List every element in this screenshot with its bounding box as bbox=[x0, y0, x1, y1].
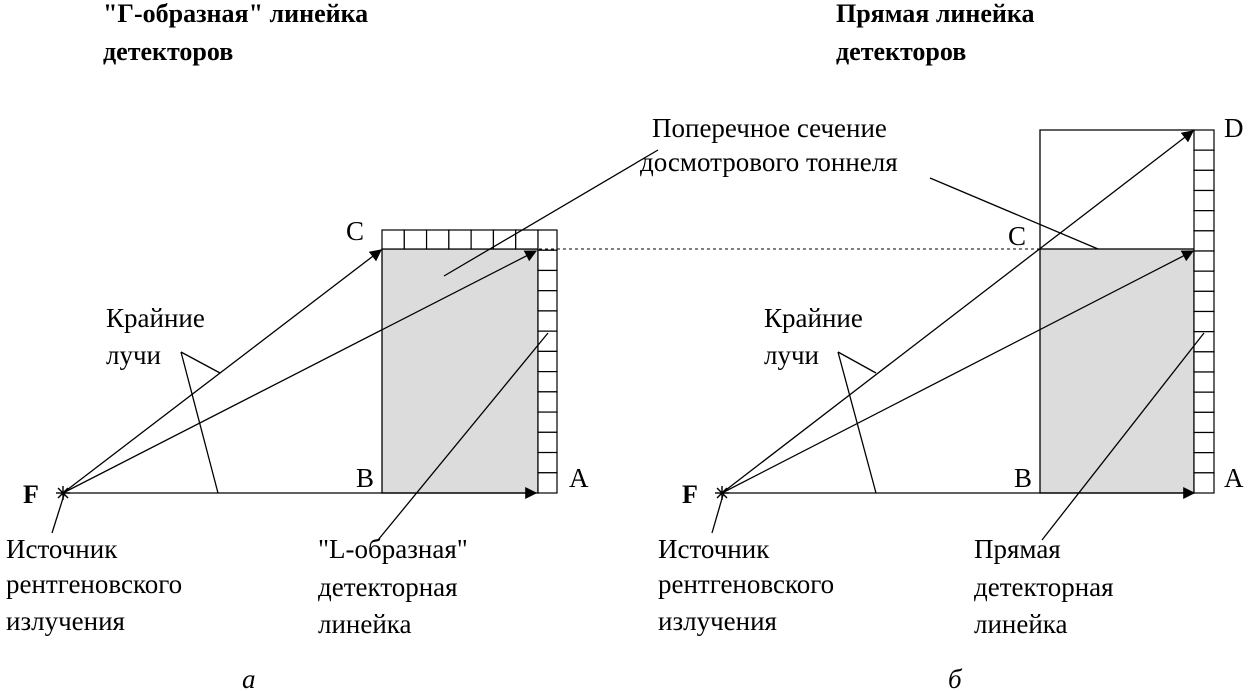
detector-cell bbox=[1193, 189, 1215, 212]
left-xray-source-icon bbox=[56, 486, 70, 500]
detector-cell bbox=[1193, 290, 1215, 313]
detector-cell bbox=[470, 229, 495, 250]
detector-cell bbox=[537, 290, 558, 312]
left-point-b: B bbox=[356, 463, 374, 493]
left-tunnel-cross-section bbox=[381, 248, 539, 494]
right-extreme-ray-to-d bbox=[721, 130, 1194, 494]
right-ruler-label-line-2: детекторная bbox=[974, 572, 1114, 602]
right-tunnel-cross-section bbox=[1039, 248, 1195, 494]
detector-cell bbox=[1193, 391, 1215, 413]
detector-cell bbox=[492, 229, 517, 250]
left-ruler-label-line-1: "L-образная" bbox=[318, 534, 468, 564]
right-upper-frame bbox=[1039, 129, 1194, 249]
tunnel-label-line-2: досмотрового тоннеля bbox=[640, 147, 898, 177]
right-rays-label-line-2: лучи bbox=[764, 340, 819, 370]
right-panel: Прямая линейка детекторов F C B A D Край… bbox=[658, 0, 1244, 691]
right-source-label-line-3: излучения bbox=[658, 606, 777, 636]
right-ruler-label-line-1: Прямая bbox=[974, 534, 1061, 564]
left-point-f: F bbox=[23, 480, 39, 509]
detector-cell bbox=[1193, 250, 1215, 272]
left-extreme-ray-to-c bbox=[62, 249, 382, 494]
detector-cell bbox=[537, 249, 558, 272]
right-ruler-cells bbox=[1193, 129, 1215, 494]
detector-cell bbox=[537, 411, 558, 433]
right-point-f: F bbox=[682, 480, 698, 509]
detector-cell bbox=[1193, 431, 1215, 454]
left-source-leader bbox=[51, 494, 65, 534]
detector-cell bbox=[537, 472, 558, 494]
left-rays-label-line-2: лучи bbox=[106, 340, 161, 370]
detector-cell bbox=[425, 229, 450, 250]
left-point-a: A bbox=[569, 463, 589, 493]
left-source-label-line-3: излучения bbox=[6, 606, 125, 636]
detector-cell bbox=[537, 350, 558, 373]
left-ruler-label-line-3: линейка bbox=[318, 609, 412, 639]
left-title-line-1: "Г-образная" линейка bbox=[103, 0, 368, 28]
detector-cell bbox=[1193, 270, 1215, 292]
detector-cell bbox=[403, 229, 428, 250]
right-extreme-ray-to-corner bbox=[721, 250, 1195, 494]
left-rays-label-line-1: Крайние bbox=[106, 303, 205, 333]
right-point-b: B bbox=[1014, 463, 1032, 493]
right-source-label-line-2: рентгеновского bbox=[658, 569, 834, 599]
detector-cell bbox=[1193, 169, 1215, 192]
left-ruler-top-cells bbox=[381, 229, 539, 250]
detector-cell bbox=[537, 371, 558, 393]
detector-cell bbox=[1193, 452, 1215, 474]
left-panel: "Г-образная" линейка детекторов F C B A … bbox=[6, 0, 589, 691]
right-point-a: A bbox=[1224, 463, 1244, 493]
detector-cell bbox=[1193, 310, 1215, 333]
left-source-label-line-2: рентгеновского bbox=[6, 569, 182, 599]
detector-cell bbox=[1193, 411, 1215, 434]
detector-cell bbox=[381, 229, 405, 250]
right-point-c: C bbox=[1008, 221, 1026, 251]
detector-cell bbox=[1193, 149, 1215, 171]
detector-cell bbox=[537, 229, 558, 251]
detector-cell bbox=[1193, 129, 1215, 151]
left-extreme-ray-to-corner bbox=[62, 250, 538, 494]
left-rays-leader-b bbox=[180, 351, 219, 494]
detector-cell bbox=[1193, 472, 1215, 494]
right-ruler-label-line-3: линейка bbox=[974, 609, 1068, 639]
detector-cell bbox=[537, 269, 558, 292]
detector-cell bbox=[537, 451, 558, 474]
left-title-line-2: детекторов bbox=[103, 37, 233, 66]
right-source-label-line-1: Источник bbox=[658, 534, 770, 564]
detector-cell bbox=[515, 229, 539, 250]
right-rays-leader-a bbox=[837, 351, 877, 374]
tunnel-leader-left bbox=[443, 149, 659, 277]
detector-cell bbox=[1193, 371, 1215, 393]
detector-cell bbox=[537, 391, 558, 413]
left-source-label-line-1: Источник bbox=[6, 534, 118, 564]
detector-cell bbox=[1193, 230, 1215, 252]
detector-cell bbox=[1193, 351, 1215, 373]
left-point-c: C bbox=[346, 216, 364, 246]
detector-cell bbox=[1193, 210, 1215, 232]
left-ruler-label-line-2: детекторная bbox=[318, 572, 458, 602]
detector-cell bbox=[537, 431, 558, 454]
right-ruler-leader bbox=[1041, 332, 1205, 541]
left-rays-leader-a bbox=[180, 351, 221, 374]
right-rays-label-line-1: Крайние bbox=[764, 303, 863, 333]
right-source-leader bbox=[711, 494, 724, 534]
detector-cell bbox=[537, 310, 558, 332]
right-rays-leader-b bbox=[837, 351, 877, 494]
detector-cell bbox=[448, 229, 472, 250]
tunnel-label-line-1: Поперечное сечение bbox=[652, 113, 887, 143]
right-point-d: D bbox=[1224, 113, 1244, 143]
right-title-line-2: детекторов bbox=[836, 37, 966, 66]
left-ruler-leader bbox=[377, 332, 549, 541]
right-title-line-1: Прямая линейка bbox=[836, 0, 1035, 28]
right-caption: б bbox=[948, 664, 963, 691]
left-ruler-right-cells bbox=[537, 229, 558, 494]
tunnel-leader-right bbox=[929, 177, 1099, 250]
left-caption: а bbox=[242, 664, 256, 691]
